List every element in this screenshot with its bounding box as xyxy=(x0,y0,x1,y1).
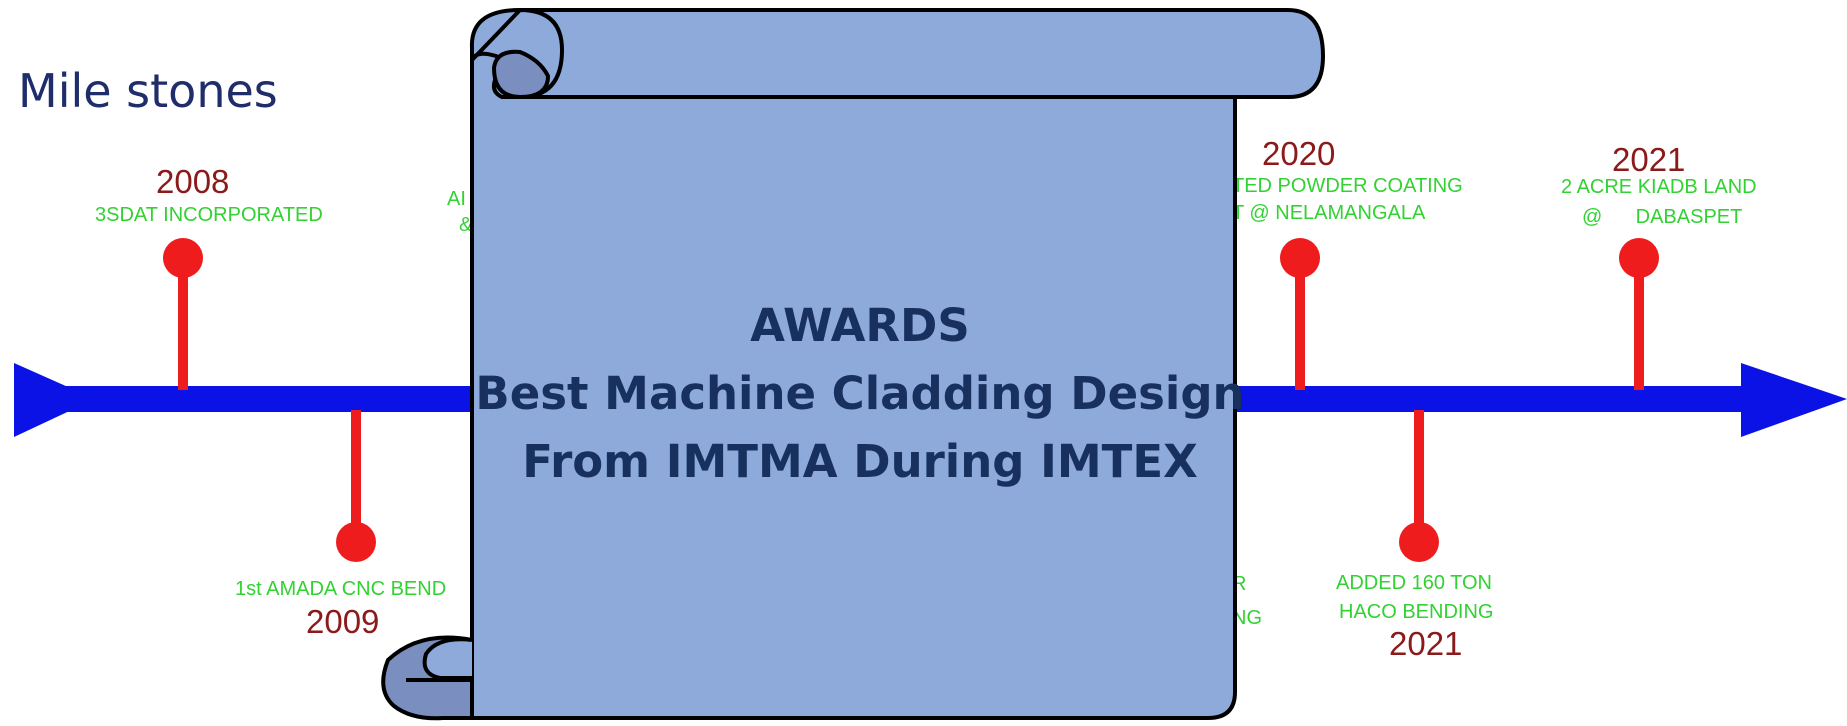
milestone-2021a-stem xyxy=(1634,258,1644,390)
milestone-2008-dot xyxy=(163,238,203,278)
milestone-2009-event: 1st AMADA CNC BEND xyxy=(235,578,447,600)
milestone-2020-event-line2: T @ NELAMANGALA xyxy=(1232,202,1426,224)
milestone-2021b-stem xyxy=(1414,410,1424,542)
milestone-2009-stem xyxy=(351,410,361,542)
milestone-fragment-text: NG xyxy=(1232,607,1262,629)
milestone-fragment-text: & xyxy=(459,214,473,236)
scroll-body xyxy=(441,8,1325,720)
milestone-2021b-event-line2: HACO BENDING xyxy=(1339,601,1494,623)
award-heading: AWARDS xyxy=(750,299,970,352)
milestone-2021a-event-line1: 2 ACRE KIADB LAND xyxy=(1561,176,1757,198)
milestone-2008-stem xyxy=(178,258,188,390)
milestone-2021b-event-line1: ADDED 160 TON xyxy=(1336,572,1492,594)
milestone-2009-dot xyxy=(336,522,376,562)
milestone-2020-event-line1: TED POWDER COATING xyxy=(1232,175,1463,197)
milestone-2020-stem xyxy=(1295,258,1305,390)
milestone-2021b-dot xyxy=(1399,522,1439,562)
slide-title: Mile stones xyxy=(18,64,278,118)
award-line-2: Best Machine Cladding Design xyxy=(475,367,1245,420)
milestone-2021b-year: 2021 xyxy=(1389,625,1463,662)
milestone-2021a-year: 2021 xyxy=(1612,141,1686,178)
milestone-2008-year: 2008 xyxy=(156,163,230,200)
scroll-top-curl-shade xyxy=(491,49,551,100)
milestone-2008-event: 3SDAT INCORPORATED xyxy=(95,204,323,226)
award-line-3: From IMTMA During IMTEX xyxy=(522,435,1198,488)
milestone-2021a-event-line2: @ DABASPET xyxy=(1582,206,1743,228)
milestone-2020-dot xyxy=(1280,238,1320,278)
timeline-start-arrow xyxy=(14,363,95,437)
milestone-2021a-dot xyxy=(1619,238,1659,278)
milestone-fragment-text: AI xyxy=(447,188,466,210)
award-text: AWARDS Best Machine Cladding Design From… xyxy=(470,292,1250,496)
timeline-end-arrow xyxy=(1741,363,1847,437)
milestone-2009-year: 2009 xyxy=(306,603,380,640)
milestone-2020-year: 2020 xyxy=(1262,135,1336,172)
scroll-bottom-curl-inner xyxy=(422,637,473,680)
